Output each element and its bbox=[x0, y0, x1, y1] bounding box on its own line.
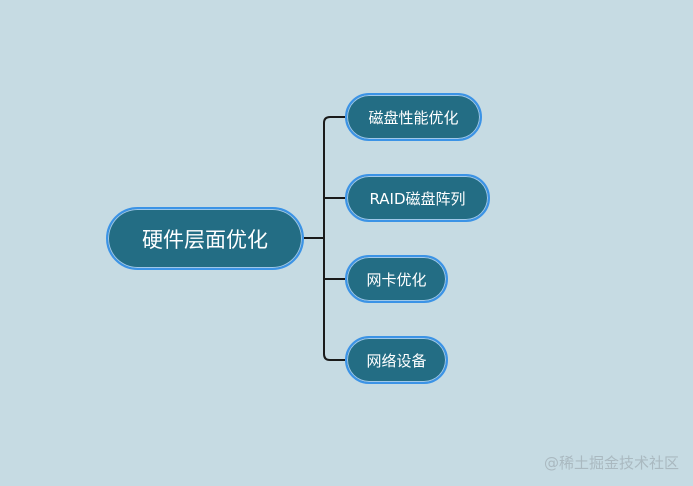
watermark: @稀土掘金技术社区 bbox=[543, 454, 679, 472]
child-node-label: 网卡优化 bbox=[366, 270, 427, 289]
child-node-label: RAID磁盘阵列 bbox=[369, 189, 466, 208]
root-node[interactable]: 硬件层面优化 bbox=[106, 207, 304, 270]
child-node-raid[interactable]: RAID磁盘阵列 bbox=[345, 174, 490, 222]
child-node-label: 磁盘性能优化 bbox=[368, 108, 459, 127]
child-node-label: 网络设备 bbox=[366, 351, 427, 370]
child-node-network-device[interactable]: 网络设备 bbox=[345, 336, 448, 384]
child-node-disk-performance[interactable]: 磁盘性能优化 bbox=[345, 93, 482, 141]
child-node-nic[interactable]: 网卡优化 bbox=[345, 255, 448, 303]
root-node-label: 硬件层面优化 bbox=[142, 227, 268, 252]
